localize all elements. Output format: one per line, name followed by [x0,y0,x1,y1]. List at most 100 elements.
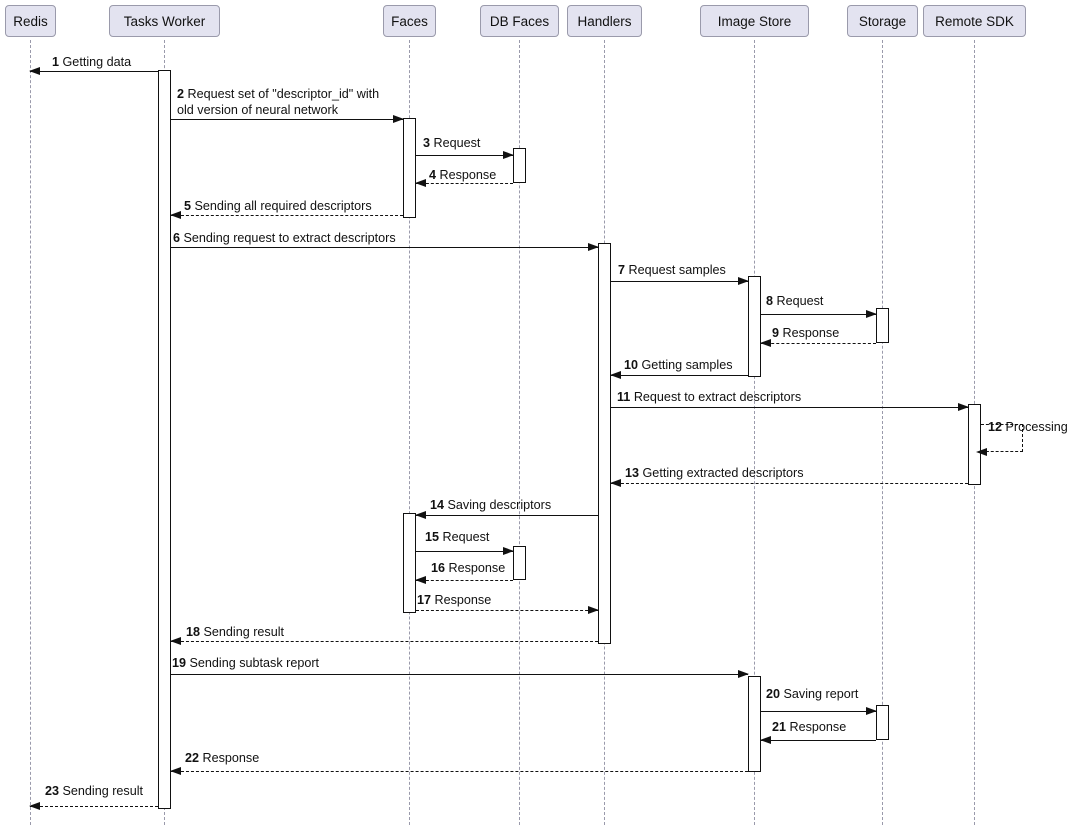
activation-bar-storage [876,705,889,740]
message-line-4 [415,183,513,184]
message-line-9 [760,343,876,344]
self-message-text-12: Processing [1005,420,1068,434]
message-text-20: Saving report [783,687,859,701]
message-line-16 [415,580,513,581]
participant-tasks-worker[interactable]: Tasks Worker [109,5,220,37]
message-number-18: 18 [186,625,201,639]
message-label-7: 7 Request samples [618,263,726,279]
arrowhead-left-9 [759,338,771,349]
message-line-20 [760,711,876,712]
message-label-9: 9 Response [772,326,839,342]
message-number-13: 13 [625,466,640,480]
message-number-20: 20 [766,687,781,701]
message-number-3: 3 [423,136,431,150]
arrowhead-left-23 [29,801,40,812]
message-text-17: Response [434,593,492,607]
message-text-2: Request set of "descriptor_id" with old … [177,87,380,117]
arrowhead-right-3 [502,150,514,161]
activation-bar-storage [876,308,889,343]
message-text-16: Response [448,561,506,575]
message-text-23: Sending result [62,784,144,798]
activation-bar-faces [403,513,416,613]
message-number-19: 19 [172,656,187,670]
message-number-15: 15 [425,530,440,544]
message-label-17: 17 Response [417,593,491,609]
message-label-2: 2 Request set of "descriptor_id" with ol… [177,87,397,118]
participant-label-db-faces: DB Faces [489,13,550,29]
participant-faces[interactable]: Faces [383,5,436,37]
message-text-19: Sending subtask report [189,656,320,670]
message-text-14: Saving descriptors [447,498,552,512]
message-text-18: Sending result [203,625,285,639]
arrowhead-left-13 [609,478,621,489]
lifeline-redis [30,40,31,825]
message-text-21: Response [789,720,847,734]
participant-storage[interactable]: Storage [847,5,918,37]
participant-label-handlers: Handlers [577,13,632,29]
message-label-18: 18 Sending result [186,625,284,641]
message-text-15: Request [442,530,490,544]
message-text-1: Getting data [62,55,132,69]
message-number-4: 4 [429,168,437,182]
message-line-22 [170,771,748,772]
message-number-1: 1 [52,55,60,69]
message-line-23 [30,806,158,807]
activation-bar-image-store [748,276,761,377]
arrowhead-left-5 [169,210,181,221]
message-label-8: 8 Request [766,294,823,310]
message-label-23: 23 Sending result [45,784,143,800]
participant-redis[interactable]: Redis [5,5,56,37]
activation-bar-handlers [598,243,611,644]
message-text-6: Sending request to extract descriptors [183,231,396,245]
activation-bar-faces [403,118,416,218]
message-number-14: 14 [430,498,445,512]
arrowhead-left-4 [414,178,426,189]
message-label-4: 4 Response [429,168,496,184]
message-text-10: Getting samples [641,358,733,372]
message-line-17 [415,610,598,611]
message-number-10: 10 [624,358,639,372]
message-number-9: 9 [772,326,780,340]
message-number-11: 11 [617,390,631,404]
participant-label-redis: Redis [13,13,48,29]
participant-handlers[interactable]: Handlers [567,5,642,37]
participant-remote-sdk[interactable]: Remote SDK [923,5,1026,37]
participant-image-store[interactable]: Image Store [700,5,809,37]
message-label-10: 10 Getting samples [624,358,733,374]
arrowhead-right-11 [957,402,969,413]
message-label-22: 22 Response [185,751,259,767]
message-label-19: 19 Sending subtask report [172,656,319,672]
message-label-1: 1 Getting data [52,55,131,71]
lifeline-db-faces [519,40,520,825]
message-label-20: 20 Saving report [766,687,858,703]
participant-label-remote-sdk: Remote SDK [935,13,1014,29]
message-label-3: 3 Request [423,136,480,152]
activation-bar-image-store [748,676,761,772]
message-line-3 [415,155,513,156]
message-line-21 [760,740,876,741]
participant-label-storage: Storage [858,13,907,29]
arrowhead-right-7 [737,276,749,287]
message-label-14: 14 Saving descriptors [430,498,551,514]
message-number-2: 2 [177,87,185,101]
message-text-13: Getting extracted descriptors [642,466,804,480]
arrowhead-left-16 [414,575,426,586]
participant-label-tasks-worker: Tasks Worker [123,13,206,29]
arrowhead-left-12 [976,447,987,458]
message-line-18 [170,641,598,642]
arrowhead-left-1 [29,66,40,77]
self-message-label-12: 12 Processing [988,420,1068,436]
message-label-16: 16 Response [431,561,505,577]
message-line-10 [610,375,748,376]
message-label-21: 21 Response [772,720,846,736]
message-number-17: 17 [417,593,432,607]
lifeline-image-store [754,40,755,825]
message-number-21: 21 [772,720,787,734]
message-line-15 [415,551,513,552]
arrowhead-left-22 [169,766,181,777]
participant-db-faces[interactable]: DB Faces [480,5,559,37]
message-number-8: 8 [766,294,774,308]
participant-label-image-store: Image Store [717,13,792,29]
message-line-5 [170,215,403,216]
